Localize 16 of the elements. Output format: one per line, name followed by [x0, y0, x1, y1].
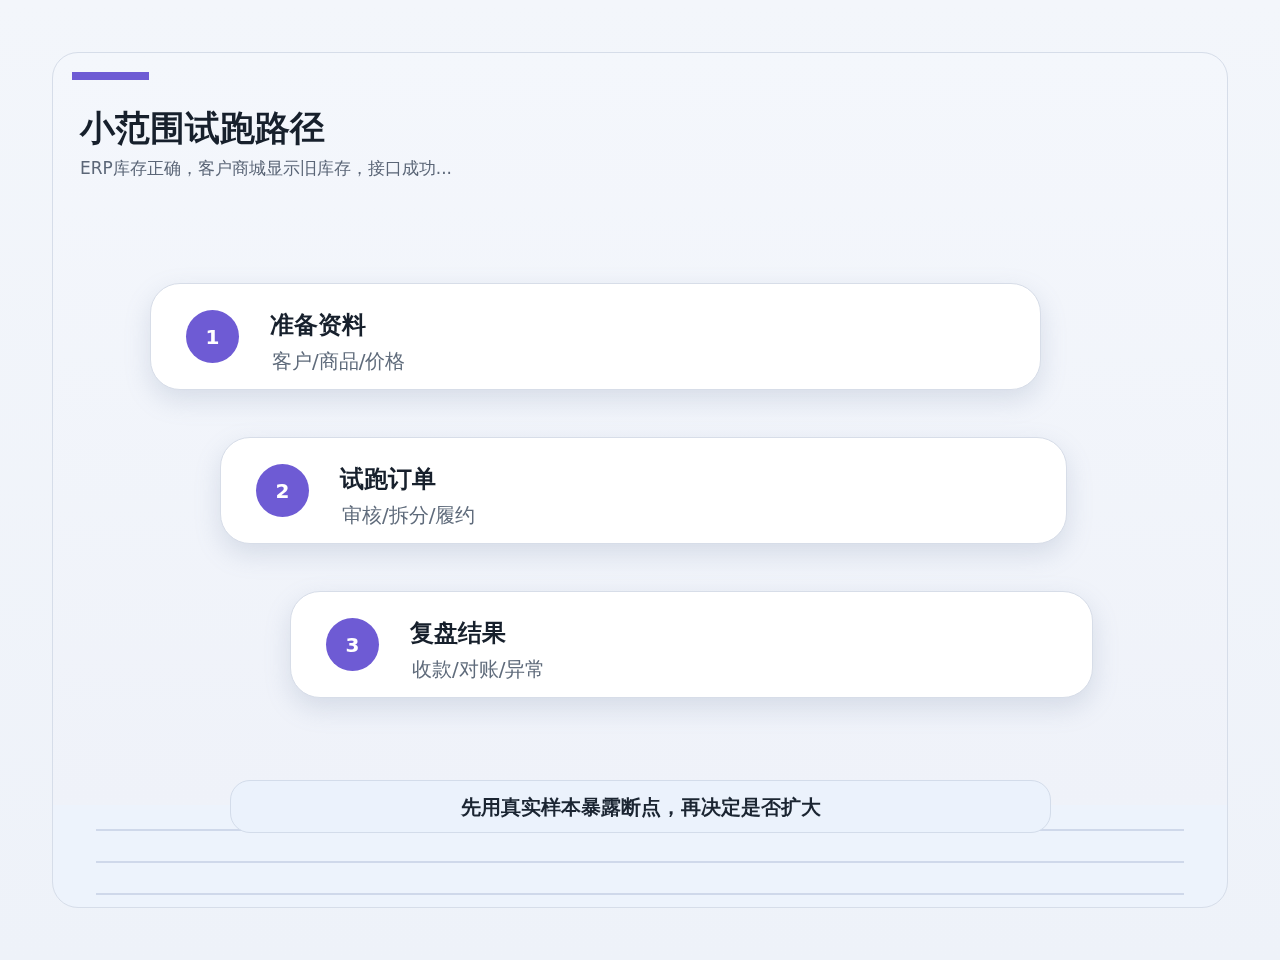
subtitle: ERP库存正确，客户商城显示旧库存，接口成功...: [80, 157, 453, 180]
note-text: 先用真实样本暴露断点，再决定是否扩大: [460, 793, 821, 820]
step-number: 3: [326, 618, 379, 671]
step-detail: 客户/商品/价格: [272, 348, 406, 374]
step-card: [290, 591, 1093, 698]
step-card: [220, 437, 1067, 544]
step-card: [150, 283, 1041, 390]
step-title: 复盘结果: [410, 618, 506, 648]
step-detail: 收款/对账/异常: [412, 656, 546, 682]
step-title: 准备资料: [270, 310, 366, 340]
step-number: 1: [186, 310, 239, 363]
step-number: 2: [256, 464, 309, 517]
step-detail: 审核/拆分/履约: [342, 502, 476, 528]
note-box: [230, 780, 1051, 833]
title: 小范围试跑路径: [80, 107, 325, 150]
step-title: 试跑订单: [340, 464, 436, 494]
